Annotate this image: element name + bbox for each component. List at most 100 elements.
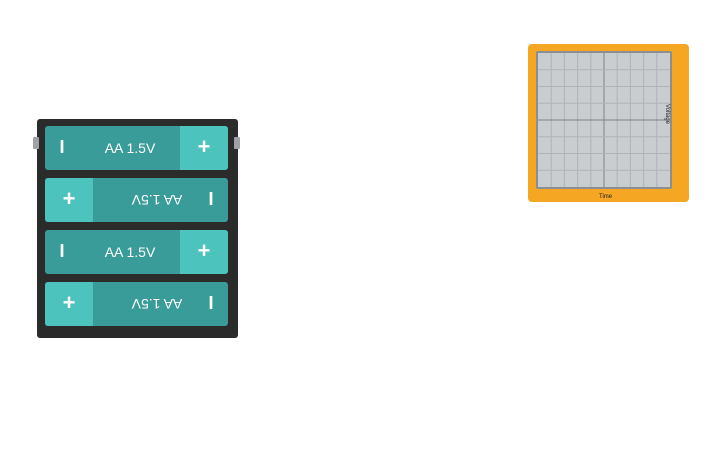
- breadboard-hole[interactable]: [424, 277, 428, 280]
- breadboard-hole[interactable]: [481, 334, 485, 337]
- breadboard-hole[interactable]: [386, 325, 390, 328]
- breadboard-hole[interactable]: [399, 223, 402, 226]
- breadboard-hole[interactable]: [272, 334, 276, 337]
- breadboard-hole[interactable]: [396, 325, 399, 328]
- breadboard-hole[interactable]: [320, 361, 323, 364]
- breadboard-hole[interactable]: [335, 233, 339, 236]
- breadboard-hole[interactable]: [424, 259, 428, 262]
- breadboard-hole[interactable]: [464, 223, 468, 226]
- breadboard-hole[interactable]: [462, 352, 466, 355]
- breadboard-hole[interactable]: [399, 233, 402, 236]
- breadboard-hole[interactable]: [444, 389, 448, 392]
- breadboard-hole[interactable]: [301, 277, 304, 280]
- breadboard-hole[interactable]: [519, 352, 523, 355]
- breadboard-hole[interactable]: [405, 268, 409, 271]
- breadboard-hole[interactable]: [263, 343, 266, 346]
- breadboard-hole[interactable]: [244, 286, 247, 289]
- breadboard-hole[interactable]: [491, 343, 494, 346]
- breadboard-hole[interactable]: [510, 277, 513, 280]
- breadboard-hole[interactable]: [329, 286, 333, 289]
- breadboard-hole[interactable]: [419, 223, 423, 226]
- breadboard-hole[interactable]: [367, 286, 371, 289]
- breadboard-hole[interactable]: [405, 223, 409, 226]
- breadboard-hole[interactable]: [282, 334, 285, 337]
- breadboard-hole[interactable]: [500, 334, 504, 337]
- breadboard-hole[interactable]: [476, 389, 479, 392]
- breadboard-hole[interactable]: [358, 277, 361, 280]
- breadboard-hole[interactable]: [244, 343, 247, 346]
- breadboard-hole[interactable]: [253, 268, 257, 271]
- breadboard-hole[interactable]: [329, 343, 333, 346]
- breadboard-hole[interactable]: [377, 286, 380, 289]
- breadboard-hole[interactable]: [263, 259, 266, 262]
- breadboard-hole[interactable]: [453, 343, 456, 346]
- breadboard-hole[interactable]: [424, 361, 428, 364]
- breadboard-hole[interactable]: [462, 277, 466, 280]
- breadboard-hole[interactable]: [258, 389, 262, 392]
- breadboard-hole[interactable]: [453, 334, 456, 337]
- breadboard-hole[interactable]: [348, 334, 352, 337]
- breadboard-hole[interactable]: [425, 233, 429, 236]
- breadboard-hole[interactable]: [303, 223, 307, 226]
- breadboard-hole[interactable]: [263, 325, 266, 328]
- breadboard-hole[interactable]: [519, 361, 523, 364]
- breadboard-hole[interactable]: [502, 223, 506, 226]
- breadboard-hole[interactable]: [464, 233, 468, 236]
- breadboard-hole[interactable]: [272, 277, 276, 280]
- breadboard-hole[interactable]: [457, 233, 461, 236]
- breadboard-hole[interactable]: [481, 295, 485, 298]
- breadboard-hole[interactable]: [348, 277, 352, 280]
- breadboard-hole[interactable]: [462, 361, 466, 364]
- breadboard-hole[interactable]: [443, 268, 447, 271]
- breadboard-hole[interactable]: [481, 277, 485, 280]
- breadboard-hole[interactable]: [310, 343, 314, 346]
- breadboard-hole[interactable]: [377, 352, 380, 355]
- breadboard-hole[interactable]: [415, 352, 418, 355]
- breadboard-hole[interactable]: [425, 389, 429, 392]
- breadboard-hole[interactable]: [377, 361, 380, 364]
- breadboard-hole[interactable]: [415, 334, 418, 337]
- breadboard-hole[interactable]: [491, 361, 494, 364]
- breadboard-hole[interactable]: [386, 361, 390, 364]
- breadboard-hole[interactable]: [320, 277, 323, 280]
- breadboard-hole[interactable]: [396, 295, 399, 298]
- breadboard-hole[interactable]: [320, 295, 323, 298]
- breadboard-hole[interactable]: [510, 295, 513, 298]
- breadboard-hole[interactable]: [301, 361, 304, 364]
- breadboard-hole[interactable]: [360, 379, 364, 382]
- breadboard-hole[interactable]: [342, 223, 346, 226]
- breadboard-hole[interactable]: [434, 343, 437, 346]
- breadboard-hole[interactable]: [296, 389, 300, 392]
- breadboard-hole[interactable]: [301, 286, 304, 289]
- breadboard-hole[interactable]: [462, 295, 466, 298]
- breadboard-hole[interactable]: [348, 361, 352, 364]
- breadboard-hole[interactable]: [283, 223, 287, 226]
- breadboard-hole[interactable]: [443, 343, 447, 346]
- breadboard-hole[interactable]: [265, 233, 269, 236]
- breadboard-hole[interactable]: [329, 295, 333, 298]
- breadboard-hole[interactable]: [348, 379, 352, 382]
- breadboard-hole[interactable]: [405, 233, 409, 236]
- breadboard-hole[interactable]: [405, 343, 409, 346]
- breadboard-hole[interactable]: [405, 379, 409, 382]
- breadboard-hole[interactable]: [472, 277, 475, 280]
- breadboard-hole[interactable]: [282, 268, 285, 271]
- breadboard-hole[interactable]: [253, 325, 257, 328]
- breadboard-hole[interactable]: [265, 223, 269, 226]
- breadboard-hole[interactable]: [328, 233, 332, 236]
- breadboard-hole[interactable]: [258, 379, 262, 382]
- breadboard-hole[interactable]: [462, 286, 466, 289]
- scope-ground-wire[interactable]: [518, 204, 604, 226]
- breadboard-hole[interactable]: [462, 259, 466, 262]
- breadboard-hole[interactable]: [500, 286, 504, 289]
- breadboard-hole[interactable]: [367, 379, 371, 382]
- breadboard-hole[interactable]: [412, 223, 416, 226]
- breadboard-hole[interactable]: [339, 286, 342, 289]
- breadboard-hole[interactable]: [244, 268, 247, 271]
- breadboard-hole[interactable]: [434, 361, 437, 364]
- breadboard-hole[interactable]: [377, 277, 380, 280]
- breadboard-hole[interactable]: [496, 233, 500, 236]
- breadboard-hole[interactable]: [263, 361, 266, 364]
- resistor-3[interactable]: [443, 358, 451, 386]
- breadboard-hole[interactable]: [386, 277, 390, 280]
